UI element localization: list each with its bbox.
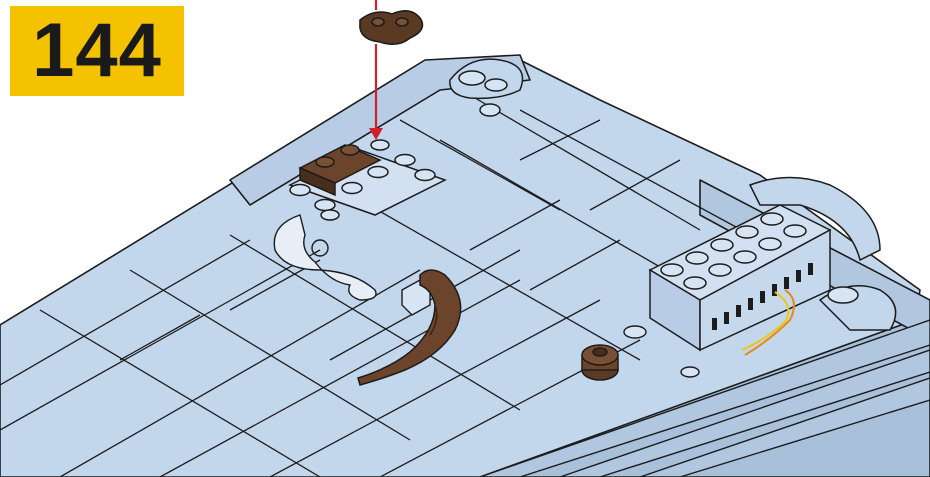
part-callout-icon <box>360 11 422 44</box>
brown-stud-piece <box>582 345 618 380</box>
step-number: 144 <box>32 13 162 89</box>
step-number-badge: 144 <box>10 6 184 96</box>
